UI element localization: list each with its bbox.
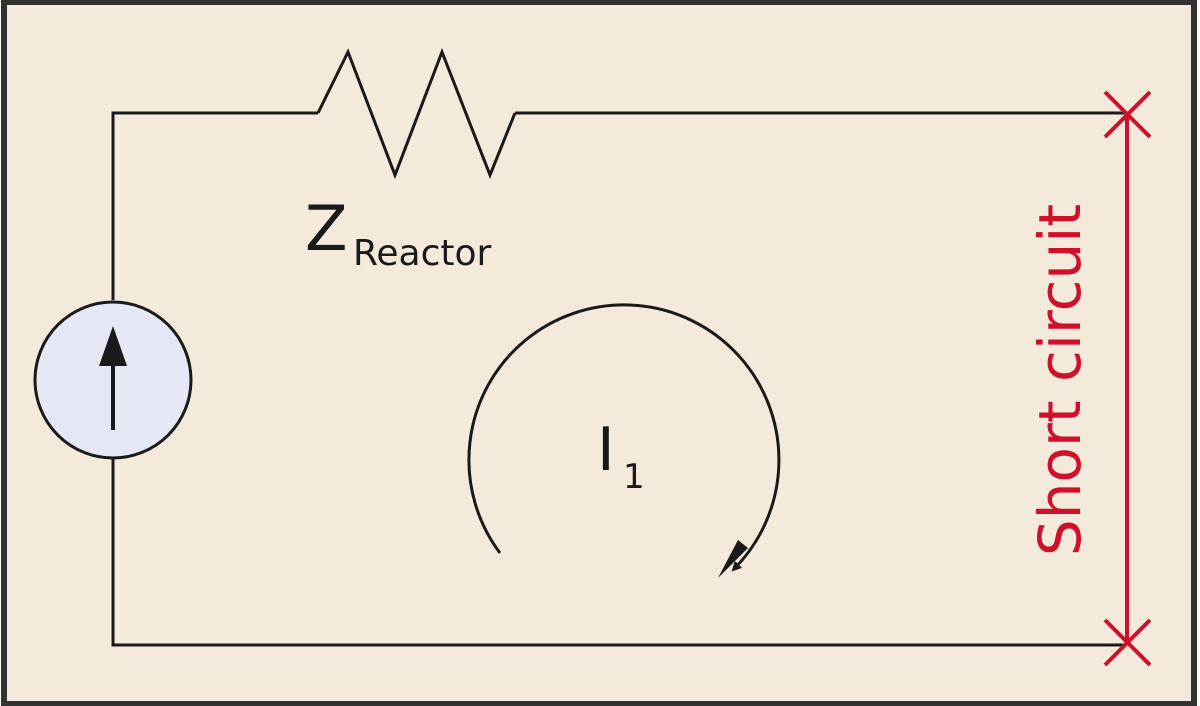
short-circuit-label: Short circuit (1026, 204, 1094, 556)
current-source (33, 300, 193, 460)
current-loop-arrow (467, 303, 781, 572)
x-mark-bottom-icon (1103, 618, 1152, 667)
resistor-reactor (316, 47, 517, 180)
impedance-label: Z (305, 192, 347, 265)
arrow-head-icon (718, 540, 748, 578)
wires (111, 47, 1127, 647)
impedance-subscript: Reactor (353, 233, 492, 274)
current-subscript: 1 (623, 457, 645, 497)
x-mark-top-icon (1103, 90, 1152, 139)
arrow-up-icon (99, 326, 127, 366)
short-circuit (1103, 90, 1152, 667)
current-label: I (597, 415, 615, 485)
wire-left-top (111, 111, 318, 300)
wire-bottom (111, 458, 1127, 647)
